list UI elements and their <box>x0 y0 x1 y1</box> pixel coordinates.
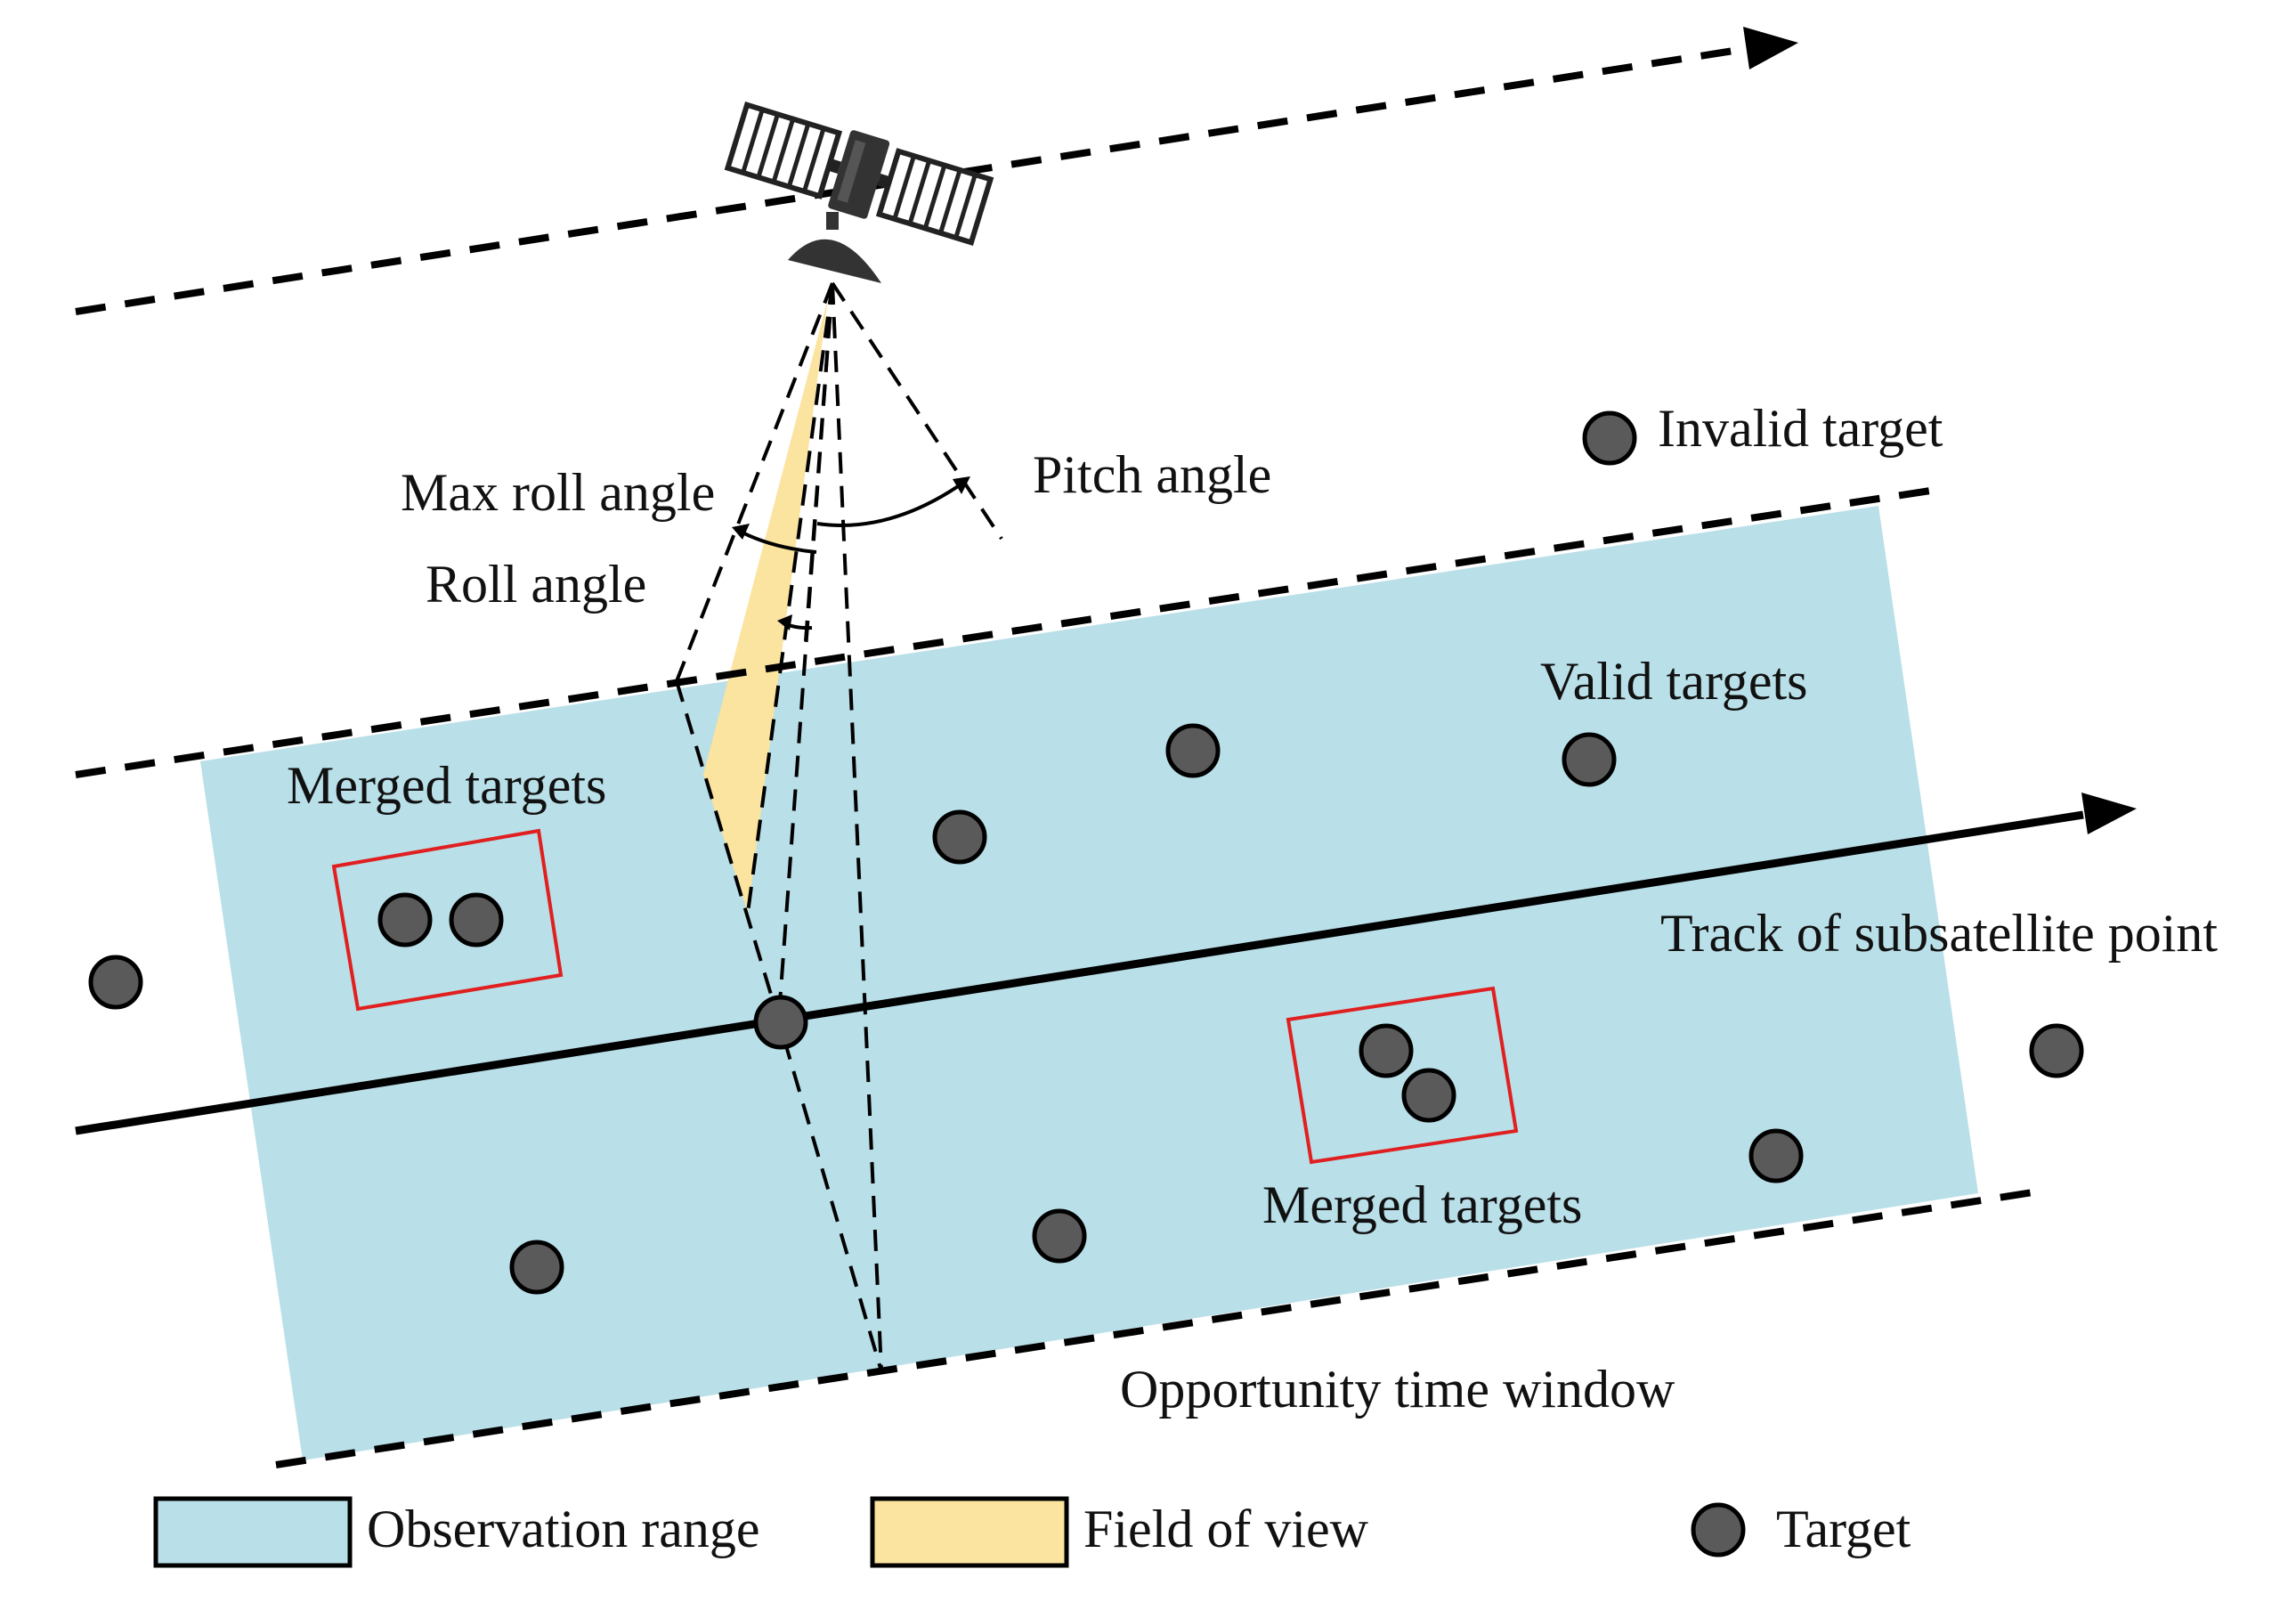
legend-target-label: Target <box>1776 1500 1911 1558</box>
legend-field-of-view-label: Field of view <box>1083 1500 1369 1558</box>
pitch-angle-arc <box>816 479 968 527</box>
satellite-icon <box>724 102 994 283</box>
observation-boundary-upper <box>75 486 1937 778</box>
legend-field-of-view-swatch <box>870 1496 1069 1568</box>
track-arrowhead <box>2081 793 2137 834</box>
legend: Observation range Field of view Target <box>153 1496 1911 1568</box>
pitch-angle-arrowhead <box>953 476 970 494</box>
merged-targets-label-left: Merged targets <box>287 756 606 815</box>
legend-observation-range-swatch <box>153 1496 353 1568</box>
fov-construction-lines <box>675 281 1003 1372</box>
target-invalid-top <box>1582 411 1637 466</box>
max-roll-angle-label: Max roll angle <box>401 463 715 522</box>
opportunity-window-label: Opportunity time window <box>1120 1360 1675 1419</box>
target <box>1562 732 1617 787</box>
valid-targets-label: Valid targets <box>1540 652 1808 711</box>
target-invalid-right <box>2029 1023 2084 1078</box>
subsatellite-track-line <box>75 810 2084 1135</box>
target-merged <box>1401 1068 1456 1123</box>
target <box>932 809 987 865</box>
target <box>509 1240 564 1295</box>
target <box>1032 1208 1087 1264</box>
merge-box-left <box>331 828 564 1012</box>
pitch-angle-label: Pitch angle <box>1033 445 1271 504</box>
orbit-arrowhead <box>1743 27 1798 69</box>
target-nadir <box>753 995 808 1050</box>
target-merged <box>377 892 433 947</box>
invalid-target-label: Invalid target <box>1658 399 1943 458</box>
roll-angle-label: Roll angle <box>426 555 646 614</box>
orbit-line <box>75 45 1746 315</box>
target-invalid-left <box>88 955 143 1010</box>
target-merged <box>449 892 504 947</box>
observation-range-area <box>200 506 1978 1460</box>
roll-angle-arrowhead <box>777 614 792 630</box>
merged-targets-label-right: Merged targets <box>1262 1175 1582 1234</box>
track-label: Track of subsatellite point <box>1660 904 2218 963</box>
target <box>1165 723 1221 778</box>
targets <box>88 411 2084 1295</box>
merge-box-right <box>1286 986 1519 1165</box>
legend-observation-range-label: Observation range <box>367 1500 760 1558</box>
max-roll-angle-arrowhead <box>732 524 750 540</box>
field-of-view-area <box>703 298 828 913</box>
target-merged <box>1359 1023 1414 1078</box>
target <box>1748 1128 1804 1183</box>
legend-target-swatch <box>1691 1502 1746 1557</box>
